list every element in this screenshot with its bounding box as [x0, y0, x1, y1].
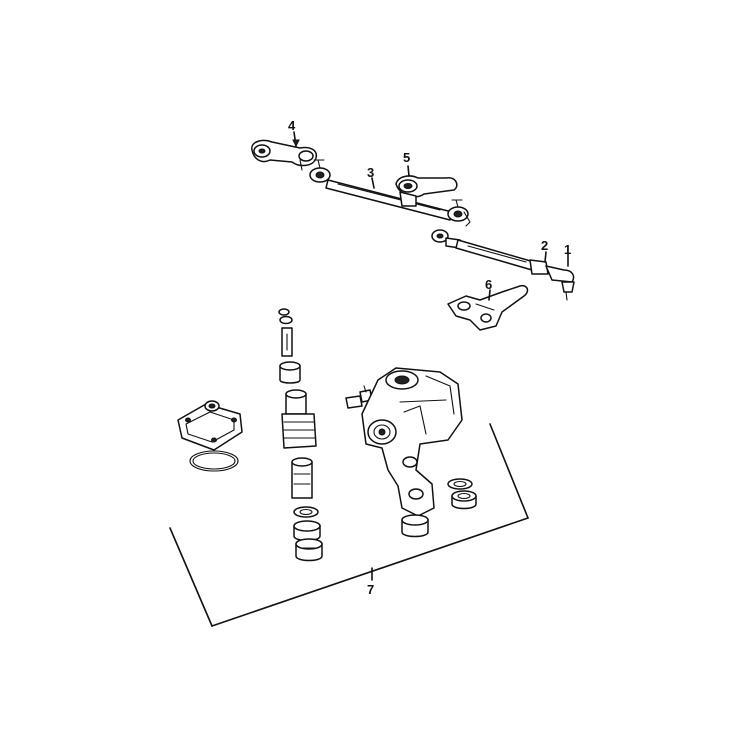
side-cover	[177, 400, 243, 472]
seal-set	[447, 478, 477, 510]
tie-rod-part-2	[431, 229, 549, 275]
callout-label-7: 7	[367, 582, 374, 597]
bracket-part-6	[447, 284, 529, 331]
tie-rod-end-part-1	[545, 253, 575, 301]
steering-gear-housing	[361, 367, 463, 538]
callout-label-4: 4	[288, 118, 296, 133]
idler-arm-part-5	[395, 165, 458, 207]
callout-label-2: 2	[541, 238, 548, 253]
callout-label-1: 1	[564, 242, 571, 257]
worm-shaft-assembly	[278, 308, 323, 562]
callout-label-6: 6	[485, 277, 492, 292]
callout-label-3: 3	[367, 165, 374, 180]
pitman-arm-part-4	[251, 131, 318, 171]
center-link-part-3	[309, 159, 471, 227]
group-bracket-part-7	[169, 423, 529, 627]
callout-label-5: 5	[403, 150, 410, 165]
